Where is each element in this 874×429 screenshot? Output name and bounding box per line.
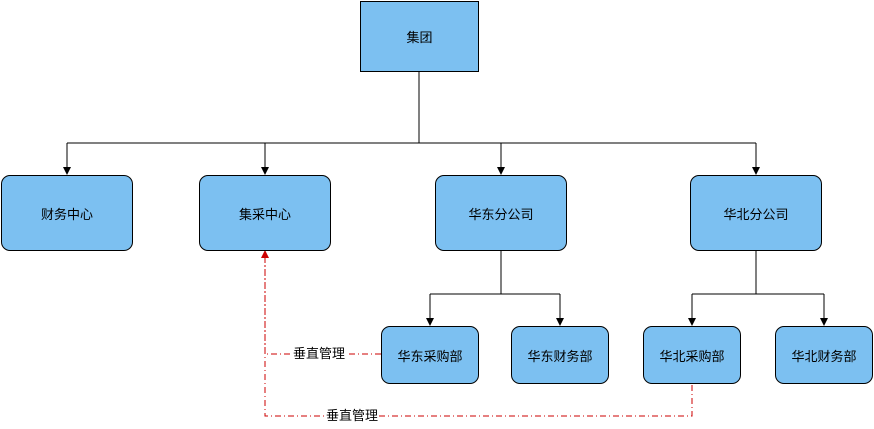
east-branch-connectors [426, 251, 564, 326]
node-east-procurement[interactable]: 华东采购部 [381, 326, 479, 384]
node-east-finance[interactable]: 华东财务部 [511, 326, 609, 384]
node-finance-center[interactable]: 财务中心 [1, 175, 133, 251]
node-east-branch[interactable]: 华东分公司 [435, 175, 567, 251]
north-branch-connectors [688, 251, 828, 326]
node-procurement-center[interactable]: 集采中心 [199, 175, 331, 251]
east-vertical-management-label: 垂直管理 [292, 347, 347, 363]
node-north-branch[interactable]: 华北分公司 [690, 175, 822, 251]
node-group[interactable]: 集团 [360, 1, 479, 72]
north-vertical-management-label: 垂直管理 [325, 409, 380, 425]
node-north-finance[interactable]: 华北财务部 [775, 326, 873, 384]
east-vertical-management-line [261, 250, 381, 355]
group-connectors [63, 72, 760, 175]
node-north-procurement[interactable]: 华北采购部 [643, 326, 741, 384]
vertical-management-lines [261, 250, 693, 417]
north-vertical-management-line [264, 251, 693, 417]
